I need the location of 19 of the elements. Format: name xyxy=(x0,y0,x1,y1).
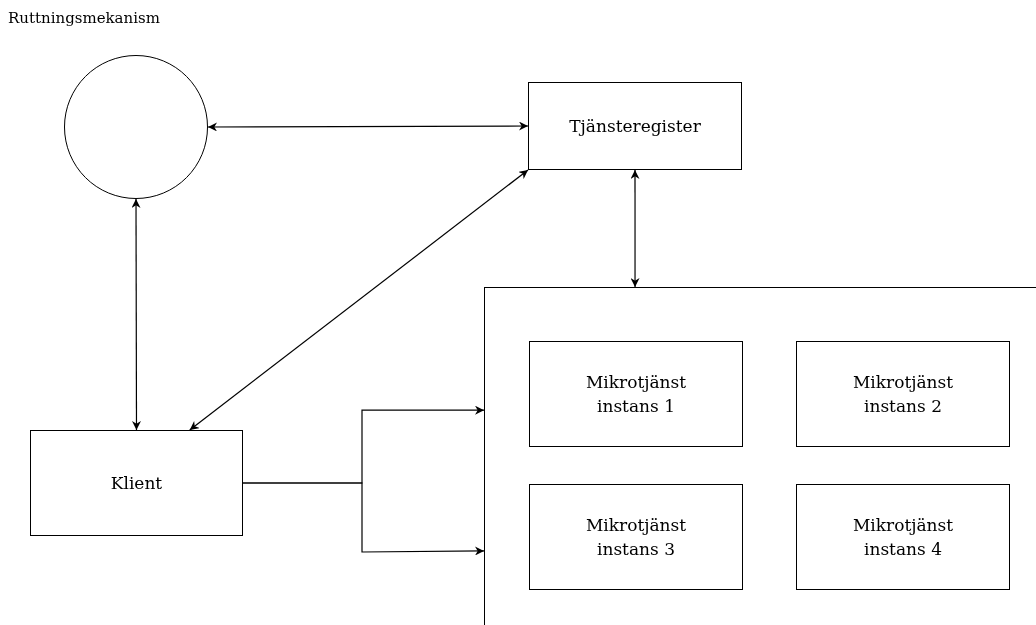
node-label: Mikrotjänst instans 1 xyxy=(584,371,688,418)
connector-arrow xyxy=(630,169,640,288)
connector-arrow xyxy=(189,169,529,431)
process-box xyxy=(796,484,1010,590)
process-box xyxy=(796,341,1010,447)
process-box xyxy=(30,430,243,536)
connector-arrow xyxy=(207,121,529,132)
node-label: Mikrotjänst instans 2 xyxy=(851,371,955,418)
node-label: Mikrotjänst instans 4 xyxy=(851,514,955,561)
node-label: Tjänsteregister xyxy=(568,115,702,138)
connector-arrow xyxy=(242,482,485,556)
process-box xyxy=(528,82,742,170)
process-box xyxy=(529,341,743,447)
node-heading: Ruttningsmekanism xyxy=(8,8,160,28)
node-label: Klient xyxy=(109,472,164,495)
container-box xyxy=(484,287,1036,625)
connector-arrow xyxy=(131,198,141,431)
process-box xyxy=(529,484,743,590)
node-label: Mikrotjänst instans 3 xyxy=(584,514,688,561)
